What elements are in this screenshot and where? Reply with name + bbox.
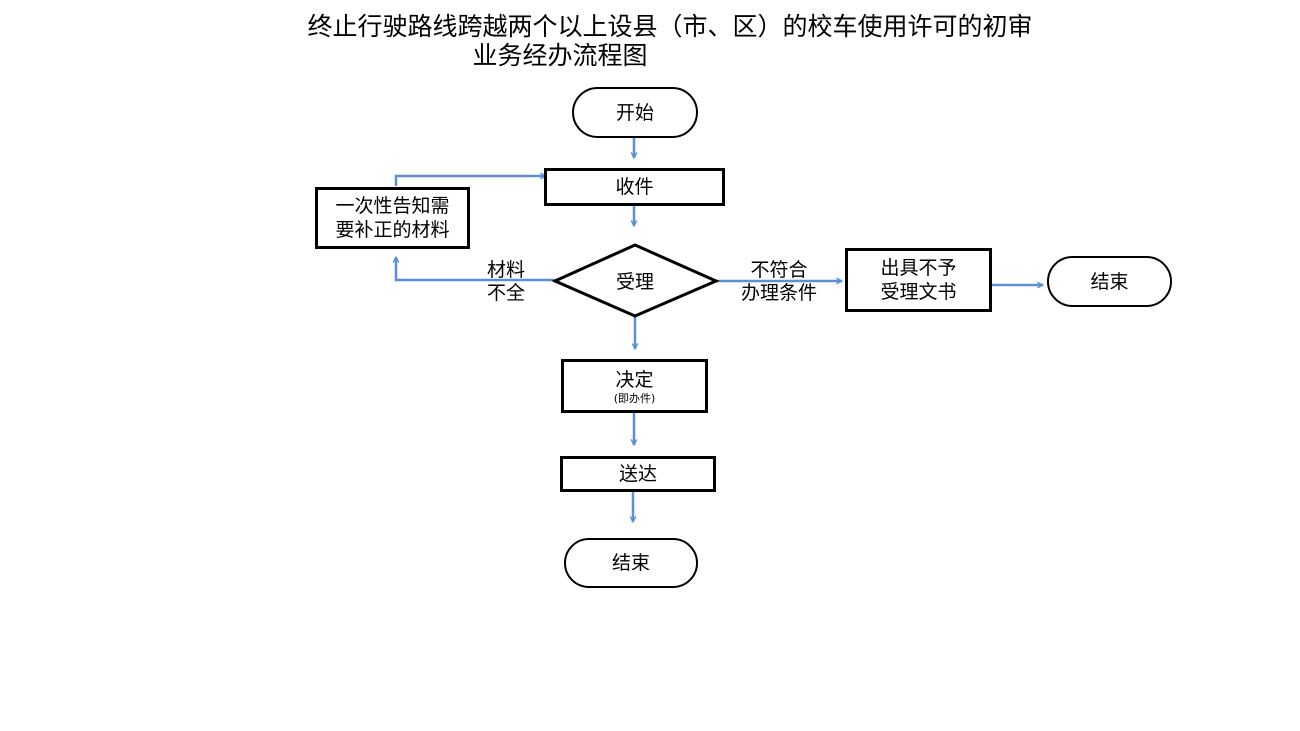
edge-label-not-qualified: 不符合 办理条件 <box>724 259 834 305</box>
edge-label-not-qualified-line2: 办理条件 <box>740 282 817 304</box>
arrow-notify-to-receive <box>394 176 546 186</box>
notify-label-line1: 一次性告知需 <box>335 195 450 217</box>
decide-node[interactable]: 决定 (即办件) <box>561 359 708 413</box>
edge-label-incomplete-line2: 不全 <box>486 282 525 304</box>
receive-label: 收件 <box>615 176 654 198</box>
end-bottom-label: 结束 <box>611 552 650 574</box>
edge-label-not-qualified-line1: 不符合 <box>750 259 808 281</box>
diagram-title-line1: 终止行驶路线跨越两个以上设县（市、区）的校车使用许可的初审 <box>307 12 1033 41</box>
edge-label-incomplete: 材料 不全 <box>480 259 532 305</box>
reject-doc-label-line1: 出具不予 <box>880 257 957 279</box>
reject-document-node[interactable]: 出具不予 受理文书 <box>845 248 992 312</box>
decide-sublabel: (即办件) <box>613 391 656 405</box>
deliver-node[interactable]: 送达 <box>560 456 716 492</box>
diagram-title-line2: 业务经办流程图 <box>472 41 648 70</box>
arrow-accept-to-notify <box>396 257 555 282</box>
decision-diamond-shape <box>551 243 720 318</box>
accept-decision-node[interactable]: 受理 <box>595 268 675 296</box>
start-node[interactable]: 开始 <box>572 87 698 138</box>
decide-label: 决定 <box>615 368 654 391</box>
end-node-bottom[interactable]: 结束 <box>564 538 698 588</box>
end-right-label: 结束 <box>1090 270 1129 293</box>
end-node-right[interactable]: 结束 <box>1047 256 1172 307</box>
edge-label-incomplete-line1: 材料 <box>486 259 525 281</box>
start-label: 开始 <box>615 101 654 124</box>
deliver-label: 送达 <box>618 463 657 485</box>
notify-label-line2: 要补正的材料 <box>335 219 450 241</box>
accept-label: 受理 <box>615 271 654 293</box>
notify-correction-node[interactable]: 一次性告知需 要补正的材料 <box>315 187 470 249</box>
reject-doc-label-line2: 受理文书 <box>880 281 957 303</box>
receive-node[interactable]: 收件 <box>544 168 725 206</box>
